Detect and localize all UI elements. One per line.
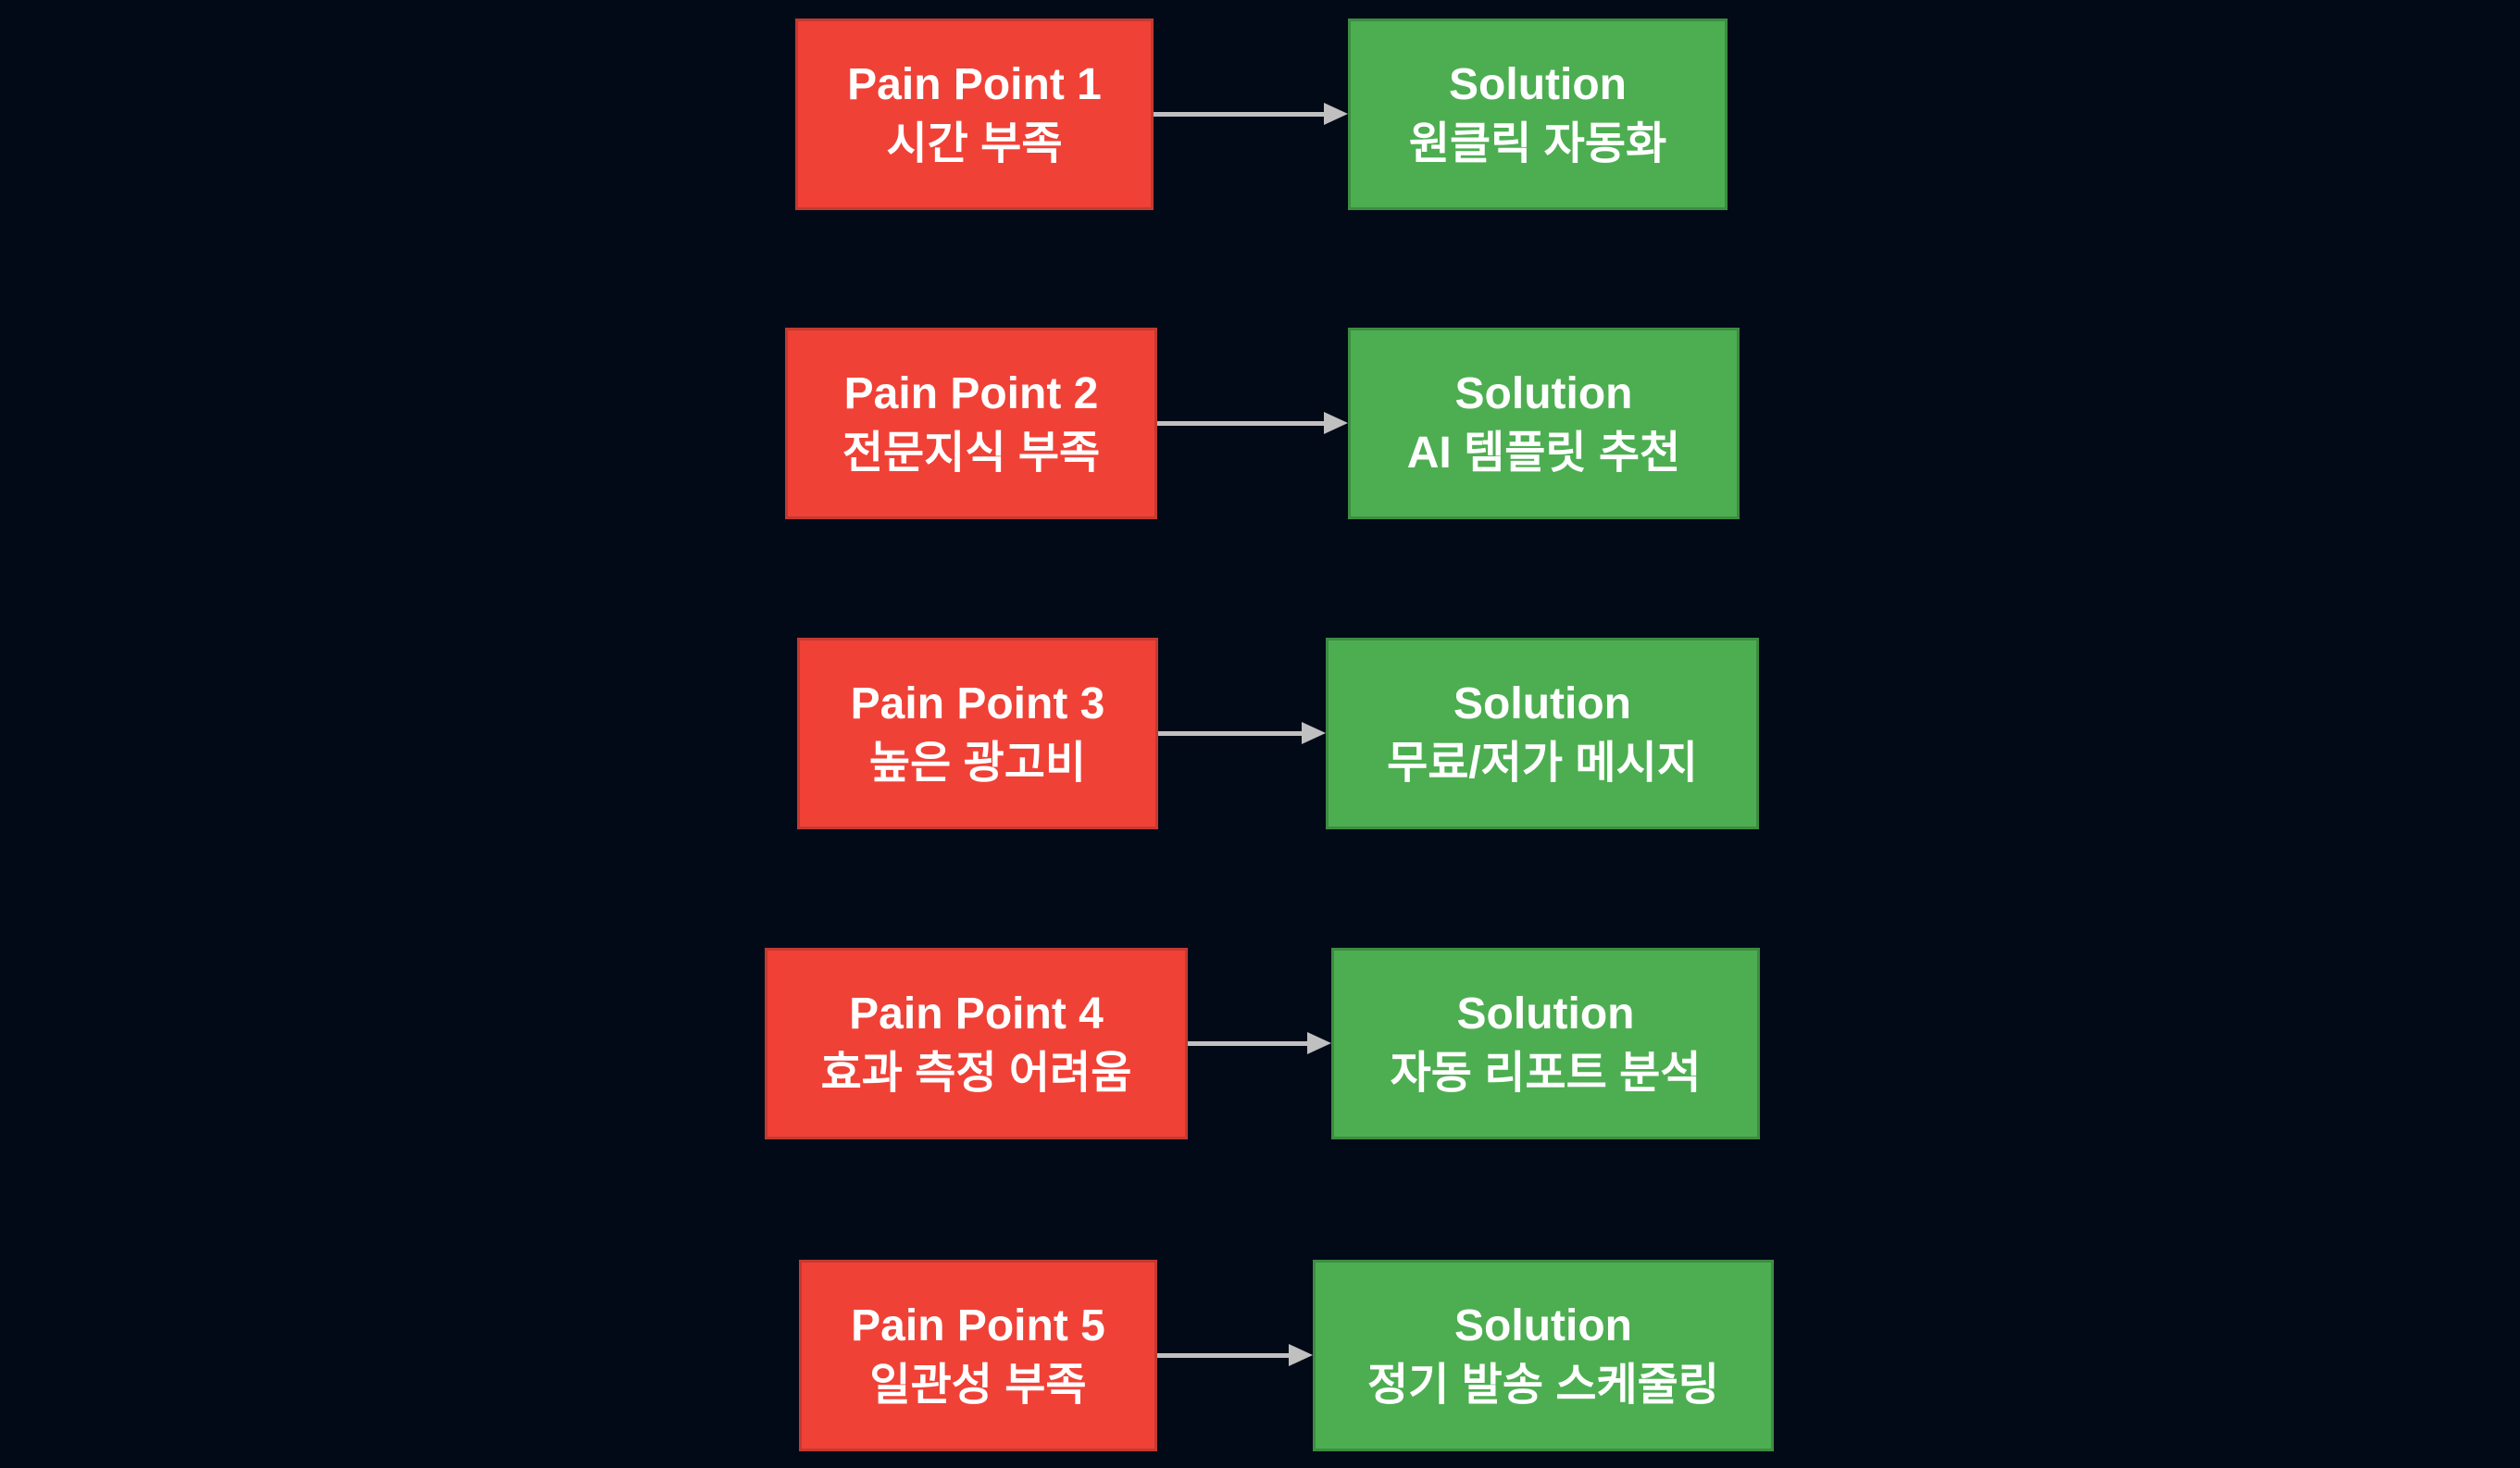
solution-box-5: Solution 정기 발송 스케줄링 bbox=[1313, 1260, 1774, 1451]
pain-point-title: Pain Point 1 bbox=[847, 59, 1102, 109]
arrow-shaft bbox=[1157, 1353, 1292, 1358]
arrow-head-icon bbox=[1324, 103, 1348, 125]
pain-point-box-4: Pain Point 4 효과 측정 어려움 bbox=[765, 948, 1188, 1139]
solution-box-3: Solution 무료/저가 메시지 bbox=[1326, 638, 1759, 829]
arrow-shaft bbox=[1188, 1041, 1311, 1046]
solution-title: Solution bbox=[1454, 1300, 1632, 1350]
mapping-row-2: Pain Point 2 전문지식 부족 Solution AI 템플릿 추천 bbox=[0, 328, 2520, 519]
solution-title: Solution bbox=[1453, 678, 1631, 728]
solution-box-4: Solution 자동 리포트 분석 bbox=[1331, 948, 1760, 1139]
pain-point-box-3: Pain Point 3 높은 광고비 bbox=[797, 638, 1158, 829]
pain-point-title: Pain Point 4 bbox=[849, 989, 1104, 1039]
solution-subtitle: 정기 발송 스케줄링 bbox=[1367, 1361, 1719, 1410]
pain-point-title: Pain Point 5 bbox=[851, 1300, 1105, 1350]
arrow-shaft bbox=[1157, 421, 1328, 426]
solution-subtitle: 자동 리포트 분석 bbox=[1390, 1049, 1702, 1098]
arrow-shaft bbox=[1154, 112, 1328, 117]
solution-subtitle: AI 템플릿 추천 bbox=[1406, 429, 1681, 478]
pain-point-box-5: Pain Point 5 일관성 부족 bbox=[799, 1260, 1157, 1451]
mapping-row-5: Pain Point 5 일관성 부족 Solution 정기 발송 스케줄링 bbox=[0, 1260, 2520, 1451]
arrow-connector-2 bbox=[1157, 412, 1348, 434]
arrow-head-icon bbox=[1307, 1032, 1331, 1054]
arrow-connector-1 bbox=[1154, 103, 1348, 125]
pain-point-subtitle: 효과 측정 어려움 bbox=[820, 1049, 1132, 1098]
solution-title: Solution bbox=[1456, 989, 1635, 1039]
arrow-connector-3 bbox=[1158, 722, 1326, 744]
pain-point-title: Pain Point 2 bbox=[843, 368, 1099, 418]
mapping-row-3: Pain Point 3 높은 광고비 Solution 무료/저가 메시지 bbox=[0, 638, 2520, 829]
solution-box-1: Solution 원클릭 자동화 bbox=[1348, 19, 1728, 210]
arrow-connector-5 bbox=[1157, 1344, 1313, 1366]
mapping-row-1: Pain Point 1 시간 부족 Solution 원클릭 자동화 bbox=[0, 19, 2520, 210]
solution-subtitle: 원클릭 자동화 bbox=[1408, 119, 1667, 168]
pain-point-subtitle: 시간 부족 bbox=[886, 119, 1063, 168]
mapping-row-4: Pain Point 4 효과 측정 어려움 Solution 자동 리포트 분… bbox=[0, 948, 2520, 1139]
arrow-head-icon bbox=[1289, 1344, 1313, 1366]
solution-box-2: Solution AI 템플릿 추천 bbox=[1348, 328, 1740, 519]
solution-subtitle: 무료/저가 메시지 bbox=[1387, 739, 1698, 788]
pain-point-box-2: Pain Point 2 전문지식 부족 bbox=[785, 328, 1157, 519]
arrow-shaft bbox=[1158, 731, 1305, 736]
pain-point-subtitle: 일관성 부족 bbox=[869, 1361, 1087, 1410]
pain-point-subtitle: 높은 광고비 bbox=[868, 739, 1087, 788]
solution-title: Solution bbox=[1454, 368, 1633, 418]
pain-point-title: Pain Point 3 bbox=[850, 678, 1105, 728]
arrow-head-icon bbox=[1324, 412, 1348, 434]
pain-point-box-1: Pain Point 1 시간 부족 bbox=[795, 19, 1154, 210]
solution-title: Solution bbox=[1449, 59, 1627, 109]
pain-point-subtitle: 전문지식 부족 bbox=[842, 429, 1101, 478]
arrow-head-icon bbox=[1302, 722, 1326, 744]
arrow-connector-4 bbox=[1188, 1032, 1331, 1054]
